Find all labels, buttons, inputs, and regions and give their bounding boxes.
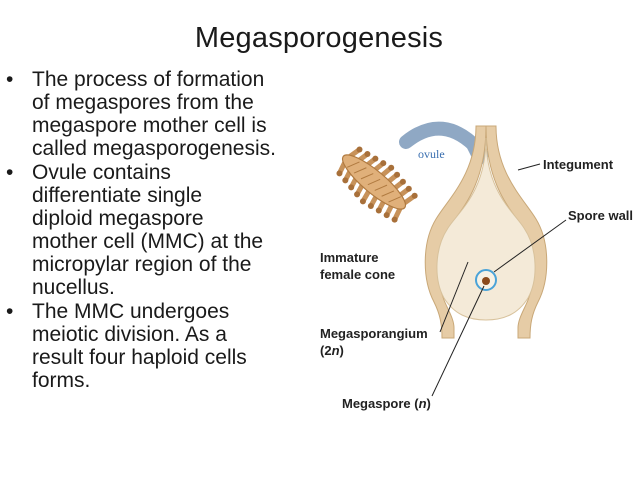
cone-scale-tip	[391, 216, 398, 223]
cone-scale-tip	[380, 160, 387, 167]
cone-scale-tip	[356, 146, 363, 153]
cone-axis-hatch-line	[360, 173, 374, 180]
cone-scale-tip	[364, 151, 371, 158]
bullet-item: • The process of formation of megaspores…	[6, 68, 311, 160]
megasporangium-shape	[436, 137, 536, 321]
bullet-text: The process of formation of megaspores f…	[32, 68, 276, 160]
cone-scale-tip	[354, 191, 361, 198]
cone-scale-tip	[359, 198, 366, 205]
bullet-marker: •	[6, 161, 14, 184]
megaspore-label: Megaspore (n)	[342, 396, 431, 411]
leader-line-megasporangium	[439, 261, 469, 333]
cone-scale-tip	[399, 178, 406, 185]
megasporangium-label-line1: Megasporangium	[320, 326, 428, 341]
cone-scale-tip	[388, 164, 395, 171]
spore-wall-label: Spore wall	[568, 208, 633, 223]
megasporogenesis-diagram: ovule Integument Spore wall Immature fem…	[320, 121, 633, 411]
cone-scale-tip	[375, 207, 382, 214]
cone-scale-tip	[411, 192, 418, 199]
cone-scale-tip	[348, 184, 355, 191]
cone-axis-hatch-line	[353, 167, 367, 174]
ovule-label: ovule	[418, 147, 445, 161]
leader-line-integument	[517, 163, 541, 171]
leader-line-megaspore	[431, 285, 485, 397]
bullet-item: • Ovule contains differentiate single di…	[6, 161, 311, 299]
cone-axis-hatch-line	[367, 178, 381, 186]
cone-axis-hatch-line	[381, 190, 395, 197]
female-cone-illustration	[336, 146, 418, 223]
bullet-text: Ovule contains differentiate single dipl…	[32, 161, 264, 299]
bullet-item: • The MMC undergoes meiotic division. As…	[6, 300, 311, 392]
curved-arrow	[399, 121, 485, 156]
cone-axis-hatch-line	[374, 184, 388, 191]
cone-scale-tip	[367, 202, 374, 209]
bullet-list: • The process of formation of megaspores…	[6, 68, 311, 393]
cone-scale-tip	[336, 170, 343, 177]
immature-cone-label-line1: Immature	[320, 250, 379, 265]
cone-scale-tip	[383, 212, 390, 219]
megaspore-nucleus	[482, 277, 490, 285]
cone-axis-hatch-line	[388, 196, 402, 203]
megasporangium-label-line2: (2n)	[320, 343, 344, 358]
leader-line-spore-wall	[493, 219, 567, 273]
bullet-marker: •	[6, 300, 14, 323]
cone-axis-hatch-line	[346, 161, 360, 168]
cone-scale-tip	[405, 185, 412, 192]
bullet-text: The MMC undergoes meiotic division. As a…	[32, 300, 247, 392]
immature-cone-label-line2: female cone	[320, 267, 395, 282]
cone-scale-tip	[372, 155, 379, 162]
cone-axis-hatching	[346, 161, 402, 203]
bullet-marker: •	[6, 68, 14, 91]
cone-scale-tip	[394, 171, 401, 178]
slide-title: Megasporogenesis	[194, 22, 444, 54]
integument-label: Integument	[543, 157, 614, 172]
cone-scale-tip	[342, 177, 349, 184]
